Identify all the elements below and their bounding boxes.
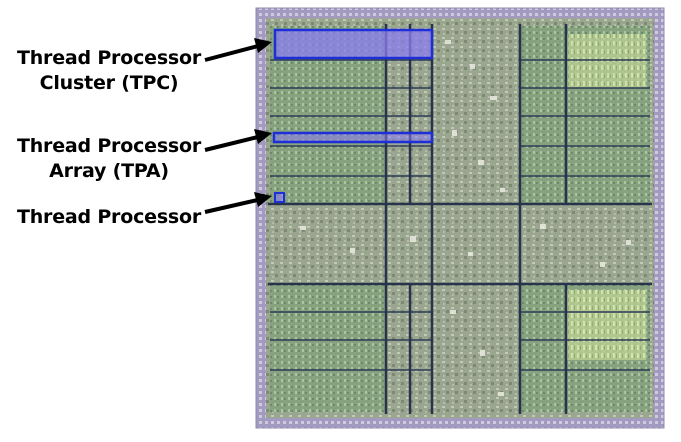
tpc-block-lower-left <box>270 284 386 412</box>
logic-features <box>300 40 631 396</box>
tp-highlight <box>274 192 285 203</box>
tpa-arrow <box>204 129 272 152</box>
tpc-bright-lower-right <box>566 290 646 360</box>
tp-label-line1: Thread Processor <box>16 206 202 228</box>
tpc-label-line1: Thread Processor <box>16 47 202 69</box>
tpc-bright-upper-right <box>566 34 646 88</box>
tpa-label: Thread Processor Array (TPA) <box>14 134 204 184</box>
tpc-label-line2: Cluster (TPC) <box>39 72 179 94</box>
tpa-label-line1: Thread Processor <box>16 135 202 157</box>
tp-arrow <box>204 192 272 214</box>
tpa-label-line2: Array (TPA) <box>49 160 169 182</box>
tpc-label: Thread Processor Cluster (TPC) <box>14 46 204 96</box>
tpa-row-dividers <box>270 59 650 371</box>
tpc-arrow <box>204 38 272 62</box>
tpc-highlight <box>273 28 434 60</box>
tpa-highlight <box>272 131 434 144</box>
die-partitions <box>268 24 652 414</box>
middle-band <box>270 204 650 284</box>
tp-label: Thread Processor <box>14 205 204 230</box>
